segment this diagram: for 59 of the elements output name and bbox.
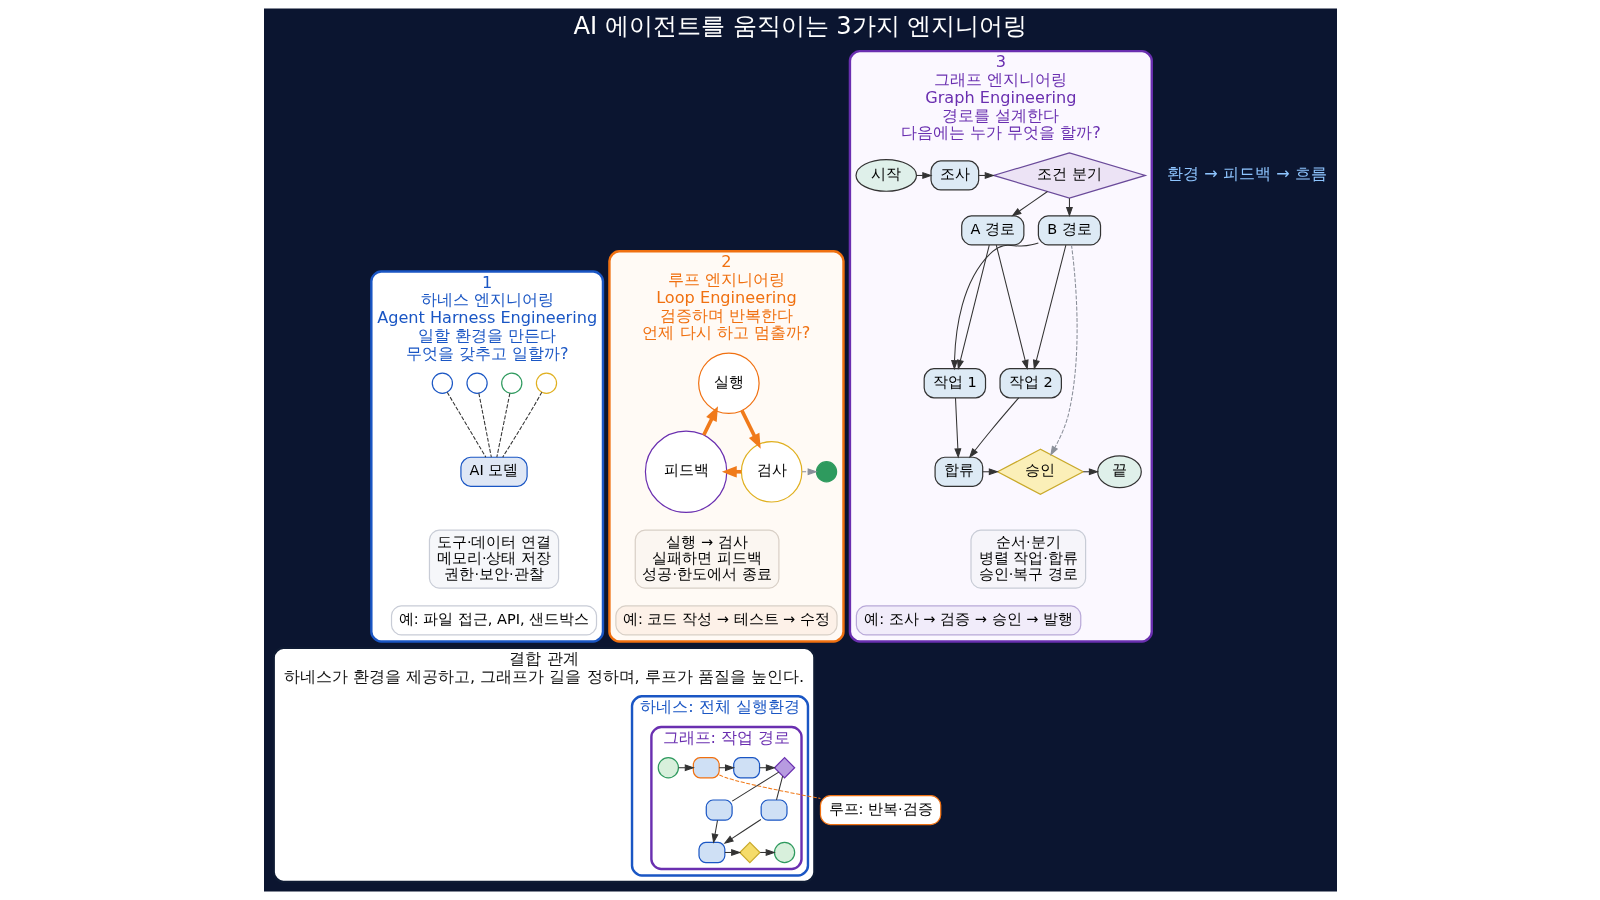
node-box: 실행 → 검사 실패하면 피드백 성공·한도에서 종료 <box>634 529 779 589</box>
connector <box>495 392 510 458</box>
node-circle <box>815 461 837 483</box>
arrow <box>950 242 1039 371</box>
diagram-title: AI 에이전트를 움직이는 3가지 엔지니어링 <box>573 12 1027 41</box>
arrow <box>1082 468 1099 476</box>
node-box: 예: 조사 → 검증 → 승인 → 발행 <box>855 605 1081 636</box>
node-box <box>760 799 788 821</box>
connector <box>775 775 783 801</box>
arrow <box>956 244 990 371</box>
node-circle: 피드백 <box>644 430 727 514</box>
node-circle: 검사 <box>740 440 802 503</box>
node-box: 예: 파일 접근, API, 샌드박스 <box>390 605 597 636</box>
label: 환경 → 피드백 → 흐름 <box>1166 164 1327 184</box>
node-box <box>692 757 720 779</box>
node-diamond: 승인 <box>995 448 1084 496</box>
node-box: 도구·데이터 연결 메모리·상태 저장 권한·보안·관찰 <box>428 529 559 589</box>
node-box: B 경로 <box>1037 215 1101 246</box>
arrow <box>968 397 1019 459</box>
node-circle: 실행 <box>697 352 760 415</box>
node-box <box>705 799 733 821</box>
node-box <box>732 757 760 779</box>
arrow <box>953 397 961 459</box>
arrow <box>759 848 776 857</box>
node-circle <box>500 372 522 394</box>
node-box: 예: 코드 작성 → 테스트 → 수정 <box>614 605 838 636</box>
node-ellipse: 끝 <box>1096 455 1142 489</box>
node-box: 작업 1 <box>923 368 986 399</box>
node-diamond <box>773 756 795 779</box>
node-diamond <box>738 841 761 864</box>
node-circle <box>773 841 795 864</box>
arrow <box>995 244 1029 371</box>
node-box: 작업 2 <box>998 368 1062 399</box>
node-box: 조사 <box>929 160 979 191</box>
arrow <box>711 819 719 844</box>
cluster: 그래프: 작업 경로 <box>649 725 803 871</box>
arrow <box>739 409 761 449</box>
arrow <box>1049 244 1078 456</box>
arrow <box>1065 197 1073 218</box>
connector <box>731 771 779 802</box>
node-box: AI 모델 <box>459 456 528 487</box>
arrow <box>1032 244 1066 371</box>
connector <box>446 391 486 458</box>
connector <box>477 392 492 458</box>
node-circle <box>465 372 488 394</box>
node-box: A 경로 <box>960 215 1024 246</box>
node-ellipse: 시작 <box>854 159 917 192</box>
node-box <box>697 841 725 864</box>
arrow <box>801 468 818 476</box>
arrow <box>1010 191 1048 217</box>
node-box: 루프: 반복·검증 <box>819 794 941 826</box>
node-circle <box>535 372 557 394</box>
node-circle <box>657 757 679 779</box>
node-box: 합류 <box>933 456 983 487</box>
node-box: 순서·분기 병렬 작업·합류 승인·복구 경로 <box>969 529 1086 589</box>
connector <box>501 391 542 458</box>
arrow <box>723 819 761 845</box>
node-circle <box>431 372 453 394</box>
arrow <box>701 406 718 436</box>
